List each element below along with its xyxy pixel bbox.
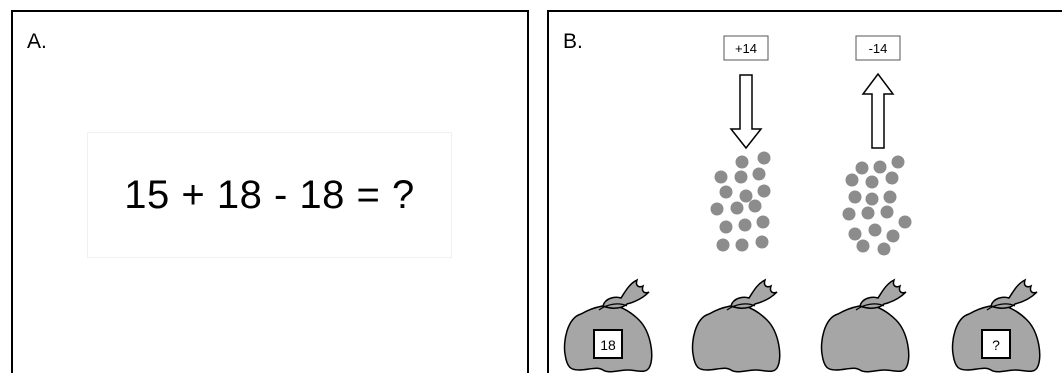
dot bbox=[866, 176, 879, 189]
dot bbox=[881, 206, 894, 219]
dot bbox=[899, 216, 912, 229]
dot bbox=[884, 191, 897, 204]
arrow-up-icon bbox=[863, 74, 893, 148]
dot bbox=[735, 171, 748, 184]
operation-2-label: -14 bbox=[869, 41, 888, 56]
dot bbox=[846, 174, 859, 187]
dot bbox=[857, 240, 870, 253]
dot bbox=[843, 208, 856, 221]
dot bbox=[715, 171, 728, 184]
dot-cluster-1 bbox=[711, 152, 771, 252]
dot-cluster-2 bbox=[843, 156, 912, 256]
panel-a-label: A. bbox=[27, 30, 47, 54]
dot bbox=[886, 172, 899, 185]
dot bbox=[878, 243, 891, 256]
bag-1: 18 bbox=[565, 280, 652, 372]
equation-text: 15 + 18 - 18 = ? bbox=[124, 173, 414, 218]
dot bbox=[862, 207, 875, 220]
dot bbox=[739, 219, 752, 232]
dot bbox=[869, 224, 882, 237]
panel-b: B. +14-14 18? bbox=[547, 10, 1062, 373]
dot bbox=[753, 168, 766, 181]
dot bbox=[874, 161, 887, 174]
bag-4-label: ? bbox=[992, 337, 1000, 353]
dot bbox=[720, 221, 733, 234]
dot bbox=[887, 230, 900, 243]
dot bbox=[757, 216, 770, 229]
operation-2: -14 bbox=[856, 36, 900, 148]
arrow-down-icon bbox=[731, 75, 761, 148]
dot bbox=[740, 190, 753, 203]
dot bbox=[717, 239, 730, 252]
dot bbox=[758, 185, 771, 198]
dot bbox=[731, 202, 744, 215]
dot bbox=[856, 162, 869, 175]
operation-1: +14 bbox=[724, 36, 768, 148]
bag-3 bbox=[822, 280, 909, 372]
dot bbox=[758, 152, 771, 165]
dot bbox=[892, 156, 905, 169]
dot bbox=[756, 236, 769, 249]
dot bbox=[849, 191, 862, 204]
panel-a: A. 15 + 18 - 18 = ? bbox=[11, 10, 529, 373]
bag-2 bbox=[693, 280, 780, 372]
dot bbox=[749, 200, 762, 213]
equation-box: 15 + 18 - 18 = ? bbox=[87, 132, 452, 258]
dot bbox=[849, 228, 862, 241]
dot bbox=[711, 203, 724, 216]
dot bbox=[736, 156, 749, 169]
bag-4: ? bbox=[953, 280, 1040, 372]
bag-scene: +14 -14 18? bbox=[549, 12, 1063, 375]
dot bbox=[736, 239, 749, 252]
dot bbox=[720, 186, 733, 199]
bag-1-label: 18 bbox=[600, 337, 616, 353]
operation-1-label: +14 bbox=[735, 41, 757, 56]
dot bbox=[866, 193, 879, 206]
